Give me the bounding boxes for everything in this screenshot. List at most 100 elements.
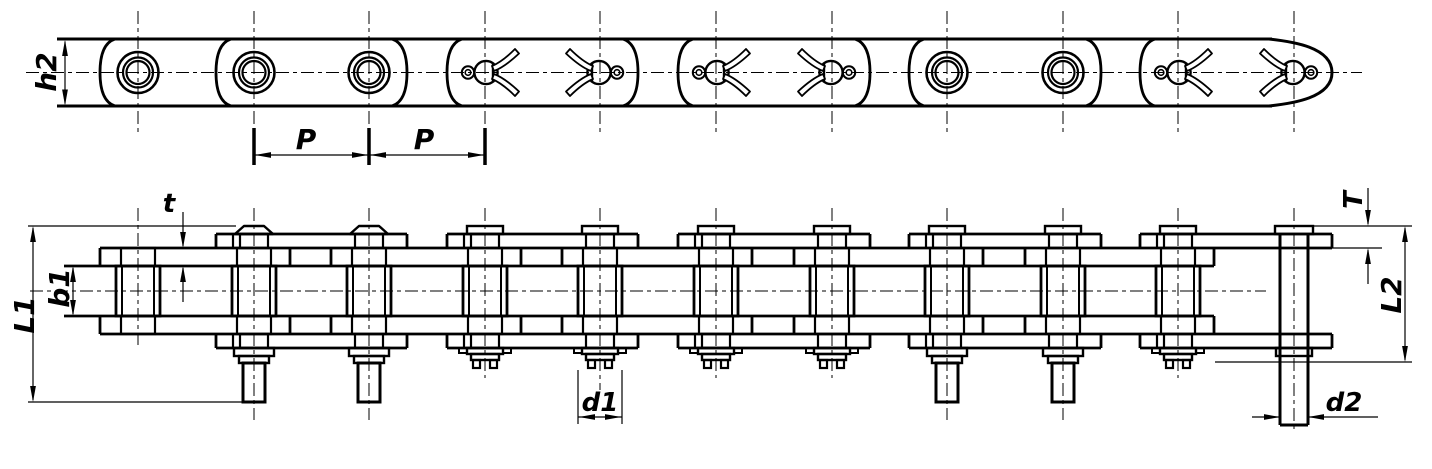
link-plate-cap	[214, 37, 232, 108]
link-plate-cap	[1138, 37, 1156, 108]
cotter-leg-lower	[491, 73, 520, 97]
roller-outer-ring	[1041, 50, 1085, 95]
pin-heads	[233, 224, 1315, 236]
pin-head-flat	[1043, 224, 1083, 236]
bushing-end	[119, 314, 157, 336]
arrowhead	[255, 152, 271, 158]
cotter-head	[818, 59, 844, 86]
cotter-ring-inner	[695, 68, 703, 77]
roller-middle-ring	[237, 56, 271, 89]
cotter-head	[1166, 59, 1192, 86]
dimension-label-h2: h2	[30, 52, 63, 91]
cotter-tab	[502, 347, 512, 354]
roller-middle-ring	[930, 56, 964, 89]
roller	[925, 50, 969, 95]
link-plate-cap	[391, 37, 409, 108]
roller	[232, 50, 276, 95]
cotter-tab	[458, 347, 468, 354]
dimension-label-l1: L1	[8, 296, 41, 333]
roller-inner-ring	[1050, 59, 1076, 86]
extended-pin	[232, 346, 276, 404]
dimension-l1: L1	[8, 225, 244, 403]
arrowhead	[352, 152, 368, 158]
cotter-leg-lower	[722, 73, 751, 97]
arrowhead	[1365, 248, 1371, 264]
arrowhead	[180, 266, 186, 282]
cotter-boss-step	[469, 352, 501, 362]
cotter-leg-upper	[1259, 48, 1288, 72]
cotter-leg-upper	[491, 48, 520, 72]
link-plate-cap	[98, 37, 116, 108]
dimension-t: t	[163, 189, 186, 302]
cotter-ring-inner	[845, 68, 853, 77]
pin-head-trapezoid	[348, 224, 390, 236]
roller-inner-ring	[934, 59, 960, 86]
pin-shaft	[356, 361, 382, 404]
pin-shaft	[1050, 361, 1076, 404]
dimension-l2: L2	[1215, 225, 1412, 363]
arrowhead	[30, 386, 36, 402]
link-plate-cap	[622, 37, 640, 108]
roller-middle-ring	[121, 56, 155, 89]
roller-outer-ring	[925, 50, 969, 95]
roller-plan	[345, 246, 393, 336]
extended-pins	[232, 346, 1085, 404]
pin-head-flat	[1158, 224, 1198, 236]
cotter-leg	[818, 358, 829, 370]
cotter-end	[805, 346, 859, 370]
cotter-pin	[797, 48, 857, 97]
dimension-label-t-cap: T	[1339, 189, 1369, 209]
cotter-ring-inner	[1307, 68, 1315, 77]
arrowhead	[70, 300, 76, 316]
cotter-ends	[458, 346, 1205, 370]
cotter-end	[1151, 346, 1205, 370]
dimension-d2: d2	[1252, 388, 1378, 420]
roller	[116, 50, 160, 95]
cotter-tab	[805, 347, 815, 354]
cotter-boss-step	[584, 352, 616, 362]
link-plate-cap	[445, 37, 463, 108]
side-view-centerlines	[26, 11, 1362, 165]
cotter-leg-upper	[797, 48, 826, 72]
cotter-end	[689, 346, 743, 370]
roller-outer-ring	[232, 50, 276, 95]
arrowhead	[180, 232, 186, 248]
cotter-ring-inner	[1157, 68, 1165, 77]
dimension-label-b1: b1	[43, 268, 76, 308]
cotter-pin	[1259, 48, 1319, 97]
cotter-leg	[488, 358, 499, 370]
cotter-leg	[471, 358, 482, 370]
pin-head-flat	[1273, 224, 1315, 236]
arrowhead	[62, 89, 68, 106]
pin-shaft	[934, 361, 960, 404]
cotter-leg-upper	[565, 48, 594, 72]
cotter-leg-upper	[722, 48, 751, 72]
long-pin	[1274, 234, 1314, 427]
dimension-b1: b1	[43, 266, 76, 316]
roller-inner-ring	[356, 59, 382, 86]
dimension-label-p2: P	[414, 123, 435, 156]
roller-plan	[808, 246, 856, 336]
cotter-end	[573, 346, 627, 370]
cotter-leg-upper	[1184, 48, 1213, 72]
pin-head-flat	[696, 224, 736, 236]
roller-inner-ring	[125, 59, 151, 86]
cotter-leg-lower	[565, 73, 594, 97]
cotter-boss-step	[1162, 352, 1194, 362]
arrowhead	[605, 414, 621, 420]
extended-pin	[347, 346, 391, 404]
cotter-leg-lower	[797, 73, 826, 97]
arrowhead	[1264, 414, 1280, 420]
pin-shaft	[241, 361, 267, 404]
cotter-tab	[617, 347, 627, 354]
pin-head-flat	[812, 224, 852, 236]
cotter-boss-step	[700, 352, 732, 362]
extended-pin	[925, 346, 969, 404]
roller-plan	[1039, 246, 1087, 336]
chain-outline	[57, 37, 1334, 108]
cotter-head	[1280, 59, 1306, 86]
